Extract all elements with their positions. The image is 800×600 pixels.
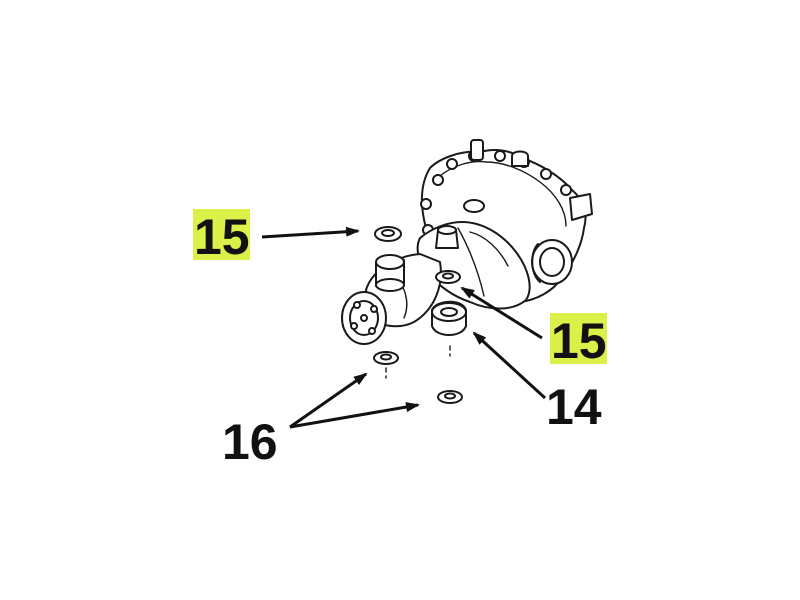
- arrow-top-left: [261, 226, 360, 239]
- callout-label-right-upper: 15: [551, 313, 607, 369]
- callout-16: 16: [222, 372, 420, 470]
- washer-lower-left: [373, 351, 399, 379]
- callout-label-top-left: 15: [194, 209, 250, 265]
- arrow-bottom-left-upper: [289, 372, 368, 429]
- highlight-box-top-left: [193, 209, 250, 260]
- callout-14: 14: [472, 331, 602, 435]
- highlight-box-right: [550, 313, 607, 364]
- arrow-right-upper: [460, 286, 543, 340]
- callout-label-bottom-left: 16: [222, 414, 278, 470]
- arrow-right-lower: [472, 331, 547, 400]
- callout-15-top-left: 15: [193, 209, 360, 265]
- differential-housing: [341, 139, 593, 345]
- washer-lower-right: [437, 345, 463, 404]
- arrow-bottom-left-lower: [289, 402, 420, 429]
- washer-upper-left: [374, 226, 402, 242]
- callout-label-right-lower: 14: [546, 379, 602, 435]
- callout-15-right: 15: [460, 286, 607, 369]
- washer-upper-mid: [435, 270, 461, 284]
